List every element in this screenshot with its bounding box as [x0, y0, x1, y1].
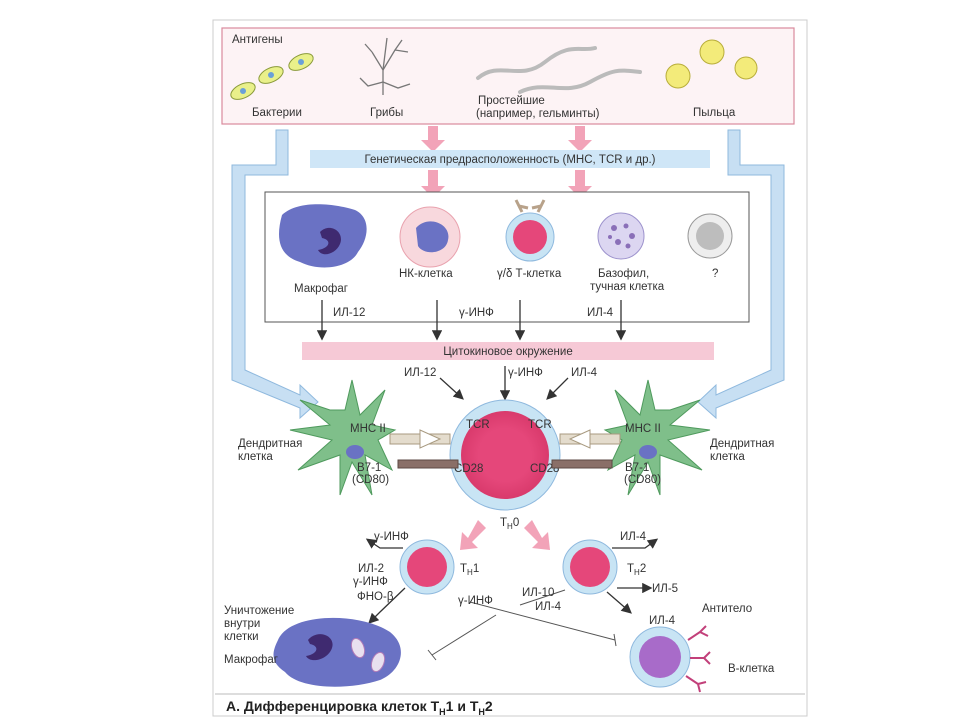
- th0-nucleus: [461, 411, 549, 499]
- cd80-right-label: (CD80): [624, 474, 661, 486]
- cytokine-band-label: Цитокиновое окружение: [443, 346, 572, 358]
- genetic-label: Генетическая предрасположенность (МНС, T…: [364, 154, 655, 166]
- th2-nucleus: [570, 547, 610, 587]
- nk-nucleus: [416, 221, 449, 253]
- th2-il5-out: ИЛ-5: [652, 583, 678, 595]
- figure-caption: А. Дифференцировка клеток TH1 и TH2: [226, 698, 493, 717]
- blue-flow-arrows: [231, 129, 785, 420]
- effector-macrophage-label: Макрофаг: [224, 654, 278, 666]
- th1-tnf: ФНО-β: [357, 591, 394, 603]
- dendritic-cell-right: [603, 379, 711, 496]
- mhc-right-label: МНС II: [625, 423, 661, 435]
- mhc-left-label: МНС II: [350, 423, 386, 435]
- genetic-band: [310, 150, 710, 168]
- tcr-right-label: TCR: [528, 419, 552, 431]
- il4-top-label: ИЛ-4: [587, 307, 614, 319]
- dendritic-right-label: Дендритная: [710, 438, 774, 450]
- antigen-panel: [221, 27, 795, 125]
- th1-ifn: γ-ИНФ: [353, 576, 388, 588]
- basophil-cell: [597, 212, 645, 260]
- synapse-connectors: [389, 429, 621, 469]
- cytokine-arrows-top: [316, 300, 627, 341]
- basophil-sublabel: тучная клетка: [590, 281, 665, 293]
- th2-output-arrows: [606, 538, 659, 614]
- nk-label: НК-клетка: [399, 268, 453, 280]
- th0-label: TH0: [500, 517, 519, 531]
- kill-label-3: клетки: [224, 631, 259, 643]
- dendritic-cell-left: [289, 379, 397, 496]
- effector-macrophage: [273, 617, 401, 687]
- differentiation-arrows: [460, 520, 550, 550]
- unknown-nucleus: [696, 222, 724, 250]
- antibody-icons: [685, 625, 711, 693]
- macrophage-nucleus: [318, 227, 341, 255]
- th1-ifn-out: γ-ИНФ: [374, 531, 409, 543]
- b71-left-label: B7-1: [357, 462, 381, 474]
- dendritic-right-nucleus: [639, 445, 657, 459]
- cd28-left-label: CD28: [454, 463, 483, 475]
- cd80-left-label: (CD80): [352, 474, 389, 486]
- basophil-label: Базофил,: [598, 268, 649, 280]
- antigens-title: Антигены: [232, 34, 283, 46]
- antibody-label: Антитело: [702, 603, 752, 615]
- th1-label: TH1: [460, 563, 479, 577]
- protozoa-label: Простейшие: [478, 95, 545, 107]
- th1-il2: ИЛ-2: [358, 563, 384, 575]
- kill-label-2: внутри: [224, 618, 260, 630]
- th1-nucleus: [407, 547, 447, 587]
- b-cell-nucleus: [639, 636, 681, 678]
- dendritic-left-nucleus: [346, 445, 364, 459]
- kill-label-1: Уничтожение: [224, 605, 294, 617]
- cytokine-band: [302, 342, 714, 360]
- il12-top-label: ИЛ-12: [333, 307, 365, 319]
- gd-t-nucleus: [513, 220, 547, 254]
- bacteria-icon: [230, 53, 314, 100]
- tcr-receptor-icon: [514, 199, 546, 213]
- effector-macrophage-nucleus: [306, 634, 333, 661]
- il12-mid-label: ИЛ-12: [404, 367, 436, 379]
- ifn-mid-label: γ-ИНФ: [508, 367, 543, 379]
- il4-inhibit-label: ИЛ-4: [535, 601, 562, 613]
- ifn-top-label: γ-ИНФ: [459, 307, 494, 319]
- th2-label: TH2: [627, 563, 646, 577]
- gd-t-label: γ/δ Т-клетка: [497, 268, 562, 280]
- worms-icon: [476, 46, 642, 94]
- dendritic-left-label: Дендритная: [238, 438, 302, 450]
- pollen-label: Пыльца: [693, 107, 736, 119]
- unknown-label: ?: [712, 268, 718, 280]
- basophil-granules: [608, 223, 635, 249]
- ifn-inhibit-label: γ-ИНФ: [458, 595, 493, 607]
- cytokine-arrows-th0: [439, 366, 569, 401]
- macrophage-label: Макрофаг: [294, 283, 348, 295]
- antigen-pink-arrows: [421, 126, 592, 198]
- pollen-icon: [665, 39, 758, 89]
- phagocytosed-bacteria: [350, 637, 386, 673]
- il10-inhibit-label: ИЛ-10: [522, 587, 554, 599]
- th1-output-arrows: [365, 538, 406, 624]
- th2-il4-out: ИЛ-4: [620, 531, 647, 543]
- bacteria-label: Бактерии: [252, 107, 302, 119]
- tcr-left-label: TCR: [466, 419, 490, 431]
- bcell-il4-label: ИЛ-4: [649, 615, 676, 627]
- fungi-label: Грибы: [370, 107, 403, 119]
- protozoa-sublabel: (например, гельминты): [476, 108, 600, 120]
- figure-frame: [212, 19, 808, 717]
- inhibition-lines: [427, 589, 617, 661]
- dendritic-left-sublabel: клетка: [238, 451, 273, 463]
- bcell-label: В-клетка: [728, 663, 775, 675]
- il4-mid-label: ИЛ-4: [571, 367, 598, 379]
- b71-right-label: B7-1: [625, 462, 649, 474]
- fungi-icon: [359, 37, 411, 95]
- dendritic-right-sublabel: клетка: [710, 451, 745, 463]
